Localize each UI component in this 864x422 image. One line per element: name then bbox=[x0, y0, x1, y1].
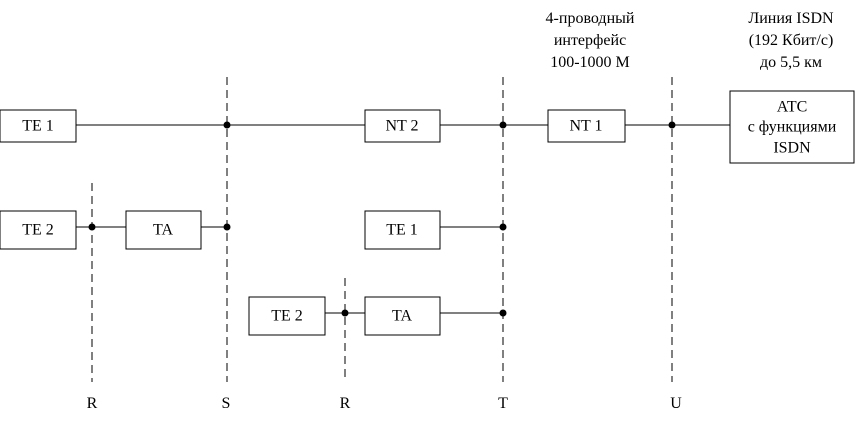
ta-left-block: TA bbox=[125, 210, 202, 250]
te1-mid-label: TE 1 bbox=[386, 222, 418, 239]
line-note-line3: до 5,5 км bbox=[760, 54, 822, 71]
ta-low-label: TA bbox=[392, 308, 412, 325]
junction-dot-r2 bbox=[341, 309, 349, 317]
te2-low-label: TE 2 bbox=[271, 308, 303, 325]
line-note-line1: Линия ISDN bbox=[748, 10, 834, 27]
junction-dot-s-top bbox=[223, 121, 231, 129]
junction-dot-r1 bbox=[88, 223, 96, 231]
interface-note-line2: интерфейс bbox=[554, 32, 626, 49]
exchange-label-line3: ISDN bbox=[773, 140, 811, 157]
te2-left-label: TE 2 bbox=[22, 222, 54, 239]
interface-note-line3: 100-1000 М bbox=[550, 54, 630, 71]
ta-left-label: TA bbox=[153, 222, 173, 239]
junction-dot-s-mid bbox=[223, 223, 231, 231]
exchange-label-line2: с функциями bbox=[748, 119, 837, 136]
ref-label-r2: R bbox=[340, 395, 351, 412]
te2-low-block: TE 2 bbox=[248, 296, 326, 336]
te1-top-block: TE 1 bbox=[0, 109, 77, 143]
junction-dot-t-top bbox=[499, 121, 507, 129]
ref-label-s: S bbox=[222, 395, 231, 412]
te1-top-label: TE 1 bbox=[22, 118, 54, 135]
interface-note-line1: 4-проводный bbox=[546, 10, 635, 27]
nt1-label: NT 1 bbox=[569, 118, 602, 135]
te1-mid-block: TE 1 bbox=[364, 210, 441, 250]
nt1-block: NT 1 bbox=[547, 109, 626, 143]
junction-dot-t-low bbox=[499, 309, 507, 317]
junction-dot-t-mid bbox=[499, 223, 507, 231]
junction-dot-u bbox=[668, 121, 676, 129]
ref-label-t: T bbox=[498, 395, 508, 412]
nt2-label: NT 2 bbox=[385, 118, 418, 135]
line-note-line2: (192 Кбит/с) bbox=[749, 32, 834, 49]
ta-low-block: TA bbox=[364, 296, 441, 336]
exchange-label-line1: АТС bbox=[777, 99, 808, 116]
ref-label-r1: R bbox=[87, 395, 98, 412]
nt2-block: NT 2 bbox=[364, 109, 441, 143]
exchange-block: АТС с функциями ISDN bbox=[729, 90, 855, 164]
te2-left-block: TE 2 bbox=[0, 210, 77, 250]
ref-label-u: U bbox=[670, 395, 682, 412]
